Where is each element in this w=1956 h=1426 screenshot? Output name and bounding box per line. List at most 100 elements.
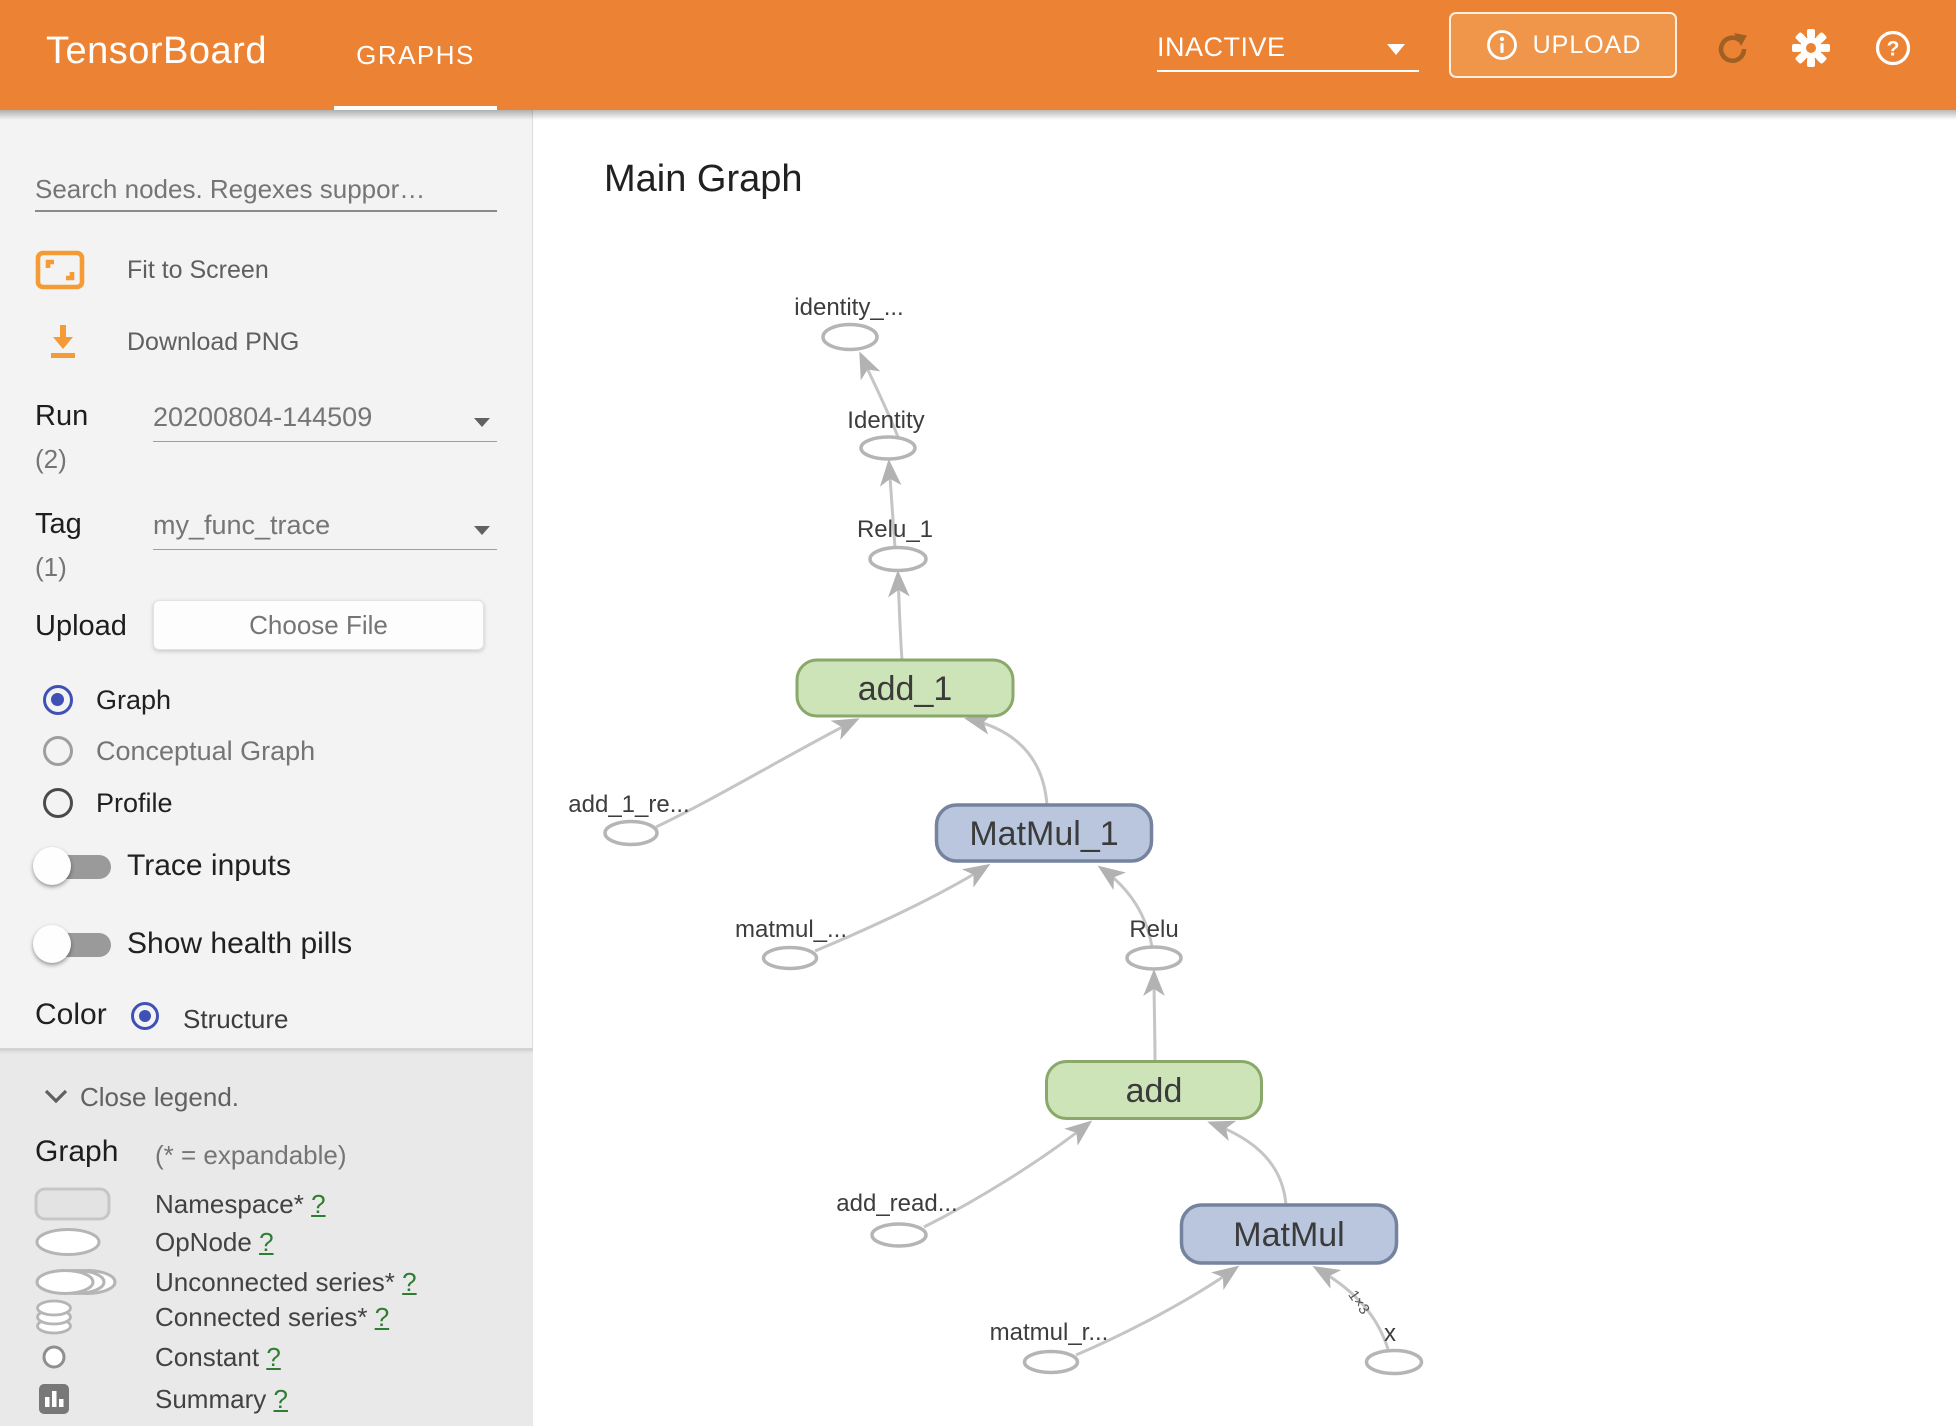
legend-item-namespace: Namespace* ?	[0, 1186, 533, 1222]
graph-edge-add-to-Relu	[1143, 968, 1165, 1062]
graph-node-MatMul_1[interactable]	[934, 803, 1154, 863]
header-shadow	[0, 110, 1956, 120]
info-icon	[1486, 30, 1517, 60]
legend-item-constant: Constant ?	[0, 1339, 533, 1375]
graph-edge-MatMul-to-add	[1207, 1120, 1288, 1206]
graph-node-add_1_re[interactable]	[603, 819, 659, 847]
legend-heading: Graph	[35, 1135, 119, 1168]
connected-series-icon	[34, 1299, 124, 1335]
radio-profile[interactable]: Profile	[0, 785, 533, 821]
run-count: (2)	[35, 444, 67, 474]
choose-file-button[interactable]: Choose File	[153, 600, 484, 650]
graph-edge-Identity-to-identity_out	[859, 351, 900, 438]
graph-edge-Relu-to-MatMul_1	[1097, 865, 1154, 948]
graph-node-label: MatMul_1	[969, 815, 1118, 853]
help-link[interactable]: ?	[311, 1189, 326, 1219]
toggle-knob	[33, 925, 71, 963]
help-link[interactable]: ?	[266, 1342, 281, 1372]
legend-item-connected-series: Connected series* ?	[0, 1299, 533, 1335]
graph-node-x[interactable]	[1364, 1348, 1424, 1376]
close-legend-button[interactable]: Close legend.	[0, 1077, 533, 1117]
graph-node-add_1[interactable]	[795, 658, 1015, 718]
header-bar: TensorBoard GRAPHS INACTIVE UPLOAD	[0, 0, 1956, 110]
graph-edge-x-to-MatMul	[1312, 1265, 1390, 1350]
download-png-label: Download PNG	[127, 328, 300, 356]
tag-label: Tag	[35, 508, 82, 540]
graph-edge-add_read-to-add	[923, 1120, 1093, 1229]
radio-graph[interactable]: Graph	[0, 682, 533, 718]
graph-node-label: identity_...	[794, 294, 903, 321]
graph-node-label: Relu_1	[857, 516, 933, 543]
download-png-button[interactable]: Download PNG	[0, 320, 533, 364]
color-label: Color	[35, 998, 107, 1031]
graph-node-label: add_1_re...	[568, 791, 689, 818]
status-dropdown[interactable]: INACTIVE	[1157, 24, 1419, 72]
trace-inputs-toggle[interactable]: Trace inputs	[0, 844, 533, 888]
tag-dropdown[interactable]: my_func_trace	[153, 510, 497, 550]
graph-node-label: add_1	[858, 670, 953, 708]
run-label: Run	[35, 400, 89, 432]
namespace-icon	[34, 1186, 124, 1222]
graph-node-label: x	[1384, 1320, 1396, 1347]
run-dropdown[interactable]: 20200804-144509	[153, 402, 497, 442]
upload-button[interactable]: UPLOAD	[1449, 12, 1677, 78]
graph-node-Relu_1[interactable]	[868, 545, 928, 573]
graph-node-matmul_r[interactable]	[1022, 1349, 1080, 1375]
constant-icon	[34, 1339, 124, 1375]
gear-icon[interactable]	[1791, 28, 1831, 68]
chevron-down-icon	[1387, 44, 1405, 55]
graph-node-identity_out[interactable]	[821, 322, 879, 352]
graph-node-add_read[interactable]	[870, 1222, 928, 1248]
app-logo: TensorBoard	[46, 30, 267, 72]
radio-icon	[43, 685, 73, 715]
graph-edge-add_1_re-to-add_1	[655, 718, 860, 829]
help-link[interactable]: ?	[273, 1384, 288, 1414]
graph-node-label: matmul_...	[735, 916, 847, 943]
help-link[interactable]: ?	[402, 1267, 417, 1297]
radio-icon	[43, 788, 73, 818]
opnode-icon	[34, 1224, 124, 1260]
fit-to-screen-button[interactable]: Fit to Screen	[0, 248, 533, 292]
graph-node-label: matmul_r...	[990, 1319, 1109, 1346]
legend-item-summary: Summary ?	[0, 1381, 533, 1417]
radio-conceptual-graph[interactable]: Conceptual Graph	[0, 733, 533, 769]
legend-item-unconnected-series: Unconnected series* ?	[0, 1264, 533, 1300]
graph-node-Identity[interactable]	[859, 435, 917, 461]
help-link[interactable]: ?	[259, 1227, 274, 1257]
refresh-icon[interactable]	[1713, 28, 1753, 68]
status-label: INACTIVE	[1157, 31, 1286, 62]
page-title: Main Graph	[604, 158, 803, 200]
toggle-knob	[33, 847, 71, 885]
graph-node-matmul_[interactable]	[761, 945, 819, 971]
download-icon	[51, 325, 75, 358]
radio-icon	[43, 736, 73, 766]
upload-button-label: UPLOAD	[1532, 30, 1642, 59]
graph-node-label: add	[1126, 1072, 1183, 1110]
graph-edge-matmul_r-to-MatMul	[1075, 1265, 1240, 1357]
graph-node-Relu[interactable]	[1125, 945, 1183, 971]
tab-graphs[interactable]: GRAPHS	[356, 39, 475, 70]
graph-node-label: MatMul	[1233, 1216, 1344, 1254]
graph-edge-matmul_-to-MatMul_1	[814, 863, 991, 953]
summary-icon	[34, 1381, 124, 1417]
graph-node-add[interactable]	[1045, 1060, 1263, 1120]
tag-count: (1)	[35, 552, 67, 582]
search-input[interactable]	[35, 168, 497, 212]
graph-edges: 1×3	[655, 351, 1390, 1357]
legend-panel: Close legend. Graph (* = expandable) Nam…	[0, 1048, 533, 1426]
graph-node-MatMul[interactable]	[1179, 1203, 1399, 1265]
graph-edge-MatMul_1-to-add_1	[964, 713, 1049, 806]
show-health-pills-toggle[interactable]: Show health pills	[0, 922, 533, 966]
radio-structure[interactable]	[131, 1002, 159, 1030]
upload-file-label: Upload	[35, 610, 127, 642]
help-link[interactable]: ?	[374, 1302, 390, 1332]
fit-to-screen-label: Fit to Screen	[127, 256, 269, 284]
help-icon[interactable]: ?	[1873, 28, 1913, 68]
legend-note: (* = expandable)	[155, 1140, 347, 1170]
graph-node-label: Identity	[847, 407, 924, 434]
svg-text:?: ?	[1887, 38, 1900, 61]
tab-active-underline	[334, 106, 497, 110]
